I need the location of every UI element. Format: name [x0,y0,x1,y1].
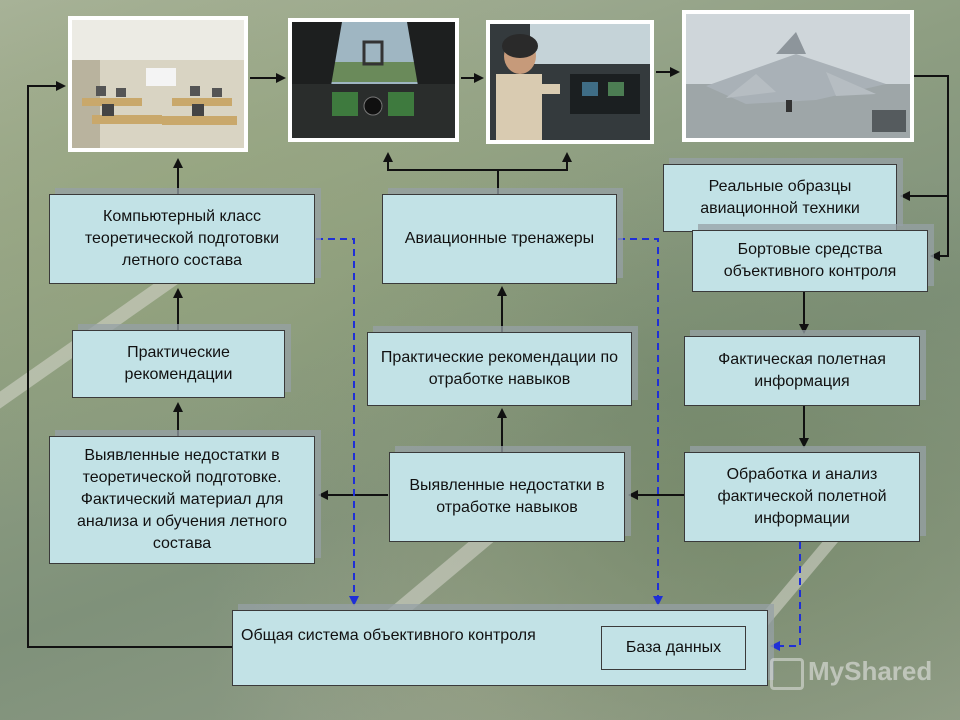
watermark-icon [770,658,804,690]
actual-flight-info-box: Фактическая полетная информация [684,336,920,406]
real-samples-box: Реальные образцы авиационной техники [663,164,897,232]
practical-recs-left-box: Практические рекомендации [72,330,285,398]
arrow-jet-to-onboard [930,196,949,261]
database-box: База данных [601,626,746,670]
arrow-simulators-fork-right [498,152,572,171]
arrow-jet-to-real-samples [900,75,949,201]
deficiencies-skills-box: Выявленные недостатки в отработке навыко… [389,452,625,542]
processing-analysis-box: Обработка и анализ фактической полетной … [684,452,920,542]
pilot-simulator-photo [486,20,654,144]
onboard-control-box: Бортовые средства объективного контроля [692,230,928,292]
dashed-processing-to-database [770,542,801,651]
dashed-simulators-to-system [618,238,663,606]
arrow-general-system-to-classroom [27,81,232,648]
arrow-simulators-fork [383,152,499,194]
deficiencies-theory-box: Выявленные недостатки в теоретической по… [49,436,315,564]
aviation-simulators-box: Авиационные тренажеры [382,194,617,284]
practical-recs-mid-box: Практические рекомендации по отработке н… [367,332,632,406]
computer-class-box: Компьютерный класс теоретической подгото… [49,194,315,284]
dashed-computer-class-to-system [316,238,359,606]
classroom-photo [68,16,248,152]
cockpit-photo [288,18,459,142]
fighter-jet-photo [682,10,914,142]
watermark: MyShared [808,656,933,686]
